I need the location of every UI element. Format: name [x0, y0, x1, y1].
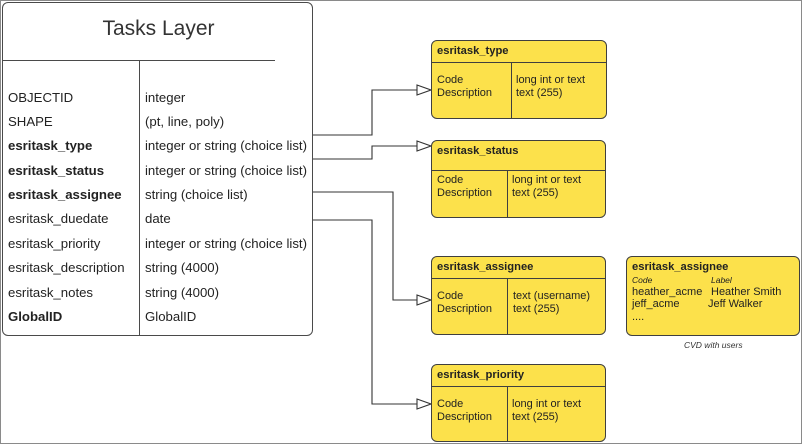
- field-row-esritask-description: esritask_description string (4000): [3, 256, 314, 280]
- arrow-to-type-box: [313, 90, 431, 136]
- cvd-row-code: ....: [632, 311, 645, 323]
- column-divider: [139, 60, 140, 335]
- field-name: esritask_type: [8, 138, 93, 153]
- field-row-esritask-duedate: esritask_duedate date: [3, 207, 314, 231]
- field-row-esritask-notes: esritask_notes string (4000): [3, 281, 314, 305]
- cvd-row-label: Heather Smith: [711, 286, 782, 298]
- tasks-layer-table: Tasks Layer OBJECTID integer SHAPE (pt, …: [2, 2, 313, 336]
- field-type: GlobalID: [145, 309, 197, 324]
- field-row-globalid: GlobalID GlobalID: [3, 305, 314, 329]
- code-type: long int or text: [512, 398, 582, 410]
- cvd-row-code: jeff_acme: [632, 298, 680, 310]
- box-title: esritask_assignee: [632, 261, 729, 273]
- code-label: Code: [437, 74, 464, 86]
- box-header-divider: [432, 62, 606, 63]
- box-header-divider: [432, 170, 605, 171]
- arrow-to-assignee-box: [313, 191, 431, 300]
- description-label: Description: [437, 411, 493, 423]
- code-type: long int or text: [516, 74, 586, 86]
- box-header-divider: [432, 278, 605, 279]
- field-row-esritask-priority: esritask_priority integer or string (cho…: [3, 232, 314, 256]
- field-type: integer or string (choice list): [145, 236, 307, 251]
- field-row-esritask-type: esritask_type integer or string (choice …: [3, 134, 314, 158]
- box-column-divider: [511, 62, 512, 118]
- field-row-objectid: OBJECTID integer: [3, 86, 314, 110]
- field-type: integer: [145, 90, 186, 105]
- field-type: string (choice list): [145, 187, 248, 202]
- cvd-code-header: Code: [632, 275, 653, 285]
- domain-box-type: esritask_type Code Description long int …: [431, 40, 607, 119]
- field-row-shape: SHAPE (pt, line, poly): [3, 110, 314, 134]
- field-name: OBJECTID: [8, 90, 74, 105]
- field-name: esritask_status: [8, 163, 105, 178]
- code-label: Code: [437, 290, 464, 302]
- field-type: string (4000): [145, 260, 220, 275]
- arrow-to-priority-box: [313, 219, 431, 404]
- code-label: Code: [437, 174, 464, 186]
- description-type: text (255): [512, 187, 559, 199]
- box-header-divider: [432, 386, 605, 387]
- table-title: Tasks Layer: [102, 17, 215, 40]
- code-label: Code: [437, 398, 464, 410]
- field-type: integer or string (choice list): [145, 163, 307, 178]
- field-type: string (4000): [145, 285, 220, 300]
- cvd-caption: CVD with users: [684, 340, 743, 350]
- field-name: SHAPE: [8, 114, 53, 129]
- cvd-label-header: Label: [711, 275, 732, 285]
- box-title: esritask_type: [437, 45, 509, 57]
- cvd-users-box: esritask_assignee Code Label heather_acm…: [626, 256, 800, 336]
- field-name: esritask_description: [8, 260, 125, 275]
- box-column-divider: [507, 386, 508, 441]
- field-row-esritask-status: esritask_status integer or string (choic…: [3, 159, 314, 183]
- field-name: esritask_duedate: [8, 211, 109, 226]
- field-name: esritask_assignee: [8, 187, 122, 202]
- domain-box-priority: esritask_priority Code Description long …: [431, 364, 606, 442]
- description-label: Description: [437, 303, 493, 315]
- description-label: Description: [437, 187, 493, 199]
- arrow-to-status-box: [313, 146, 431, 160]
- field-row-esritask-assignee: esritask_assignee string (choice list): [3, 183, 314, 207]
- field-name: esritask_priority: [8, 236, 101, 251]
- box-title: esritask_assignee: [437, 261, 534, 273]
- domain-box-status: esritask_status Code Description long in…: [431, 140, 606, 218]
- description-label: Description: [437, 87, 493, 99]
- field-name: esritask_notes: [8, 285, 94, 300]
- field-name: GlobalID: [8, 309, 63, 324]
- cvd-row-label: Jeff Walker: [708, 298, 763, 310]
- description-type: text (255): [516, 87, 563, 99]
- box-column-divider: [507, 278, 508, 334]
- box-column-divider: [507, 170, 508, 217]
- field-type: (pt, line, poly): [145, 114, 225, 129]
- description-type: text (255): [513, 303, 560, 315]
- field-type: integer or string (choice list): [145, 138, 307, 153]
- description-type: text (255): [512, 411, 559, 423]
- code-type: long int or text: [512, 174, 582, 186]
- box-title: esritask_priority: [437, 369, 525, 381]
- domain-box-assignee: esritask_assignee Code Description text …: [431, 256, 606, 335]
- box-title: esritask_status: [437, 145, 519, 157]
- field-type: date: [145, 211, 171, 226]
- cvd-row-code: heather_acme: [632, 286, 703, 298]
- code-type: text (username): [513, 290, 591, 302]
